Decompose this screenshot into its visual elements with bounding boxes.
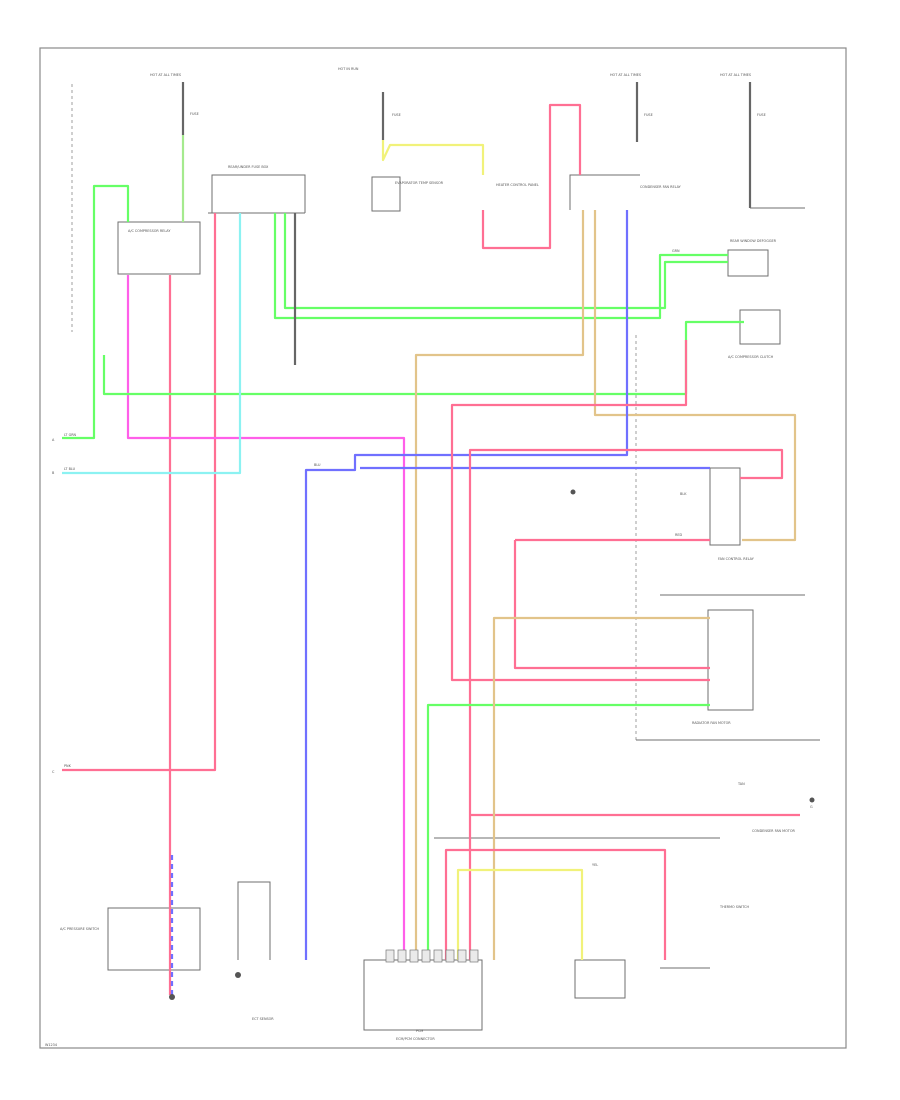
label-condenser-fan-relay: CONDENSER FAN RELAY — [640, 185, 682, 189]
wire-yellow-lower — [456, 868, 584, 960]
ac-clutch-upper-box — [739, 309, 781, 345]
fan-relay-top-box — [569, 174, 640, 210]
ecm-pin — [433, 949, 443, 963]
ac-relay-box — [117, 221, 201, 275]
wire-pink-relay — [126, 275, 406, 960]
fan-control-relay-box — [709, 467, 741, 546]
wire-green-top-loop — [62, 184, 130, 440]
wire-yellow-top — [381, 140, 485, 175]
wire-green-bottom — [426, 703, 710, 960]
tag-pnk: PNK — [64, 764, 72, 768]
label-fan-control-relay: FAN CONTROL RELAY — [718, 557, 755, 561]
marker-c: C — [52, 770, 55, 774]
label-rear-window-defogger: REAR WINDOW DEFOGGER — [730, 239, 777, 243]
tag-red: RED — [675, 533, 682, 537]
ecm-connector-box — [363, 959, 483, 1031]
label-hot-right2: HOT AT ALL TIMES — [720, 73, 751, 77]
diagram-frame — [39, 47, 847, 1049]
label-evap-sensor: EVAPORATOR TEMP SENSOR — [395, 181, 444, 185]
wire-tan-lower — [492, 616, 710, 960]
wire-red-heater — [481, 103, 582, 250]
ecm-pin — [421, 949, 431, 963]
ect-sensor-box — [237, 881, 271, 960]
ecm-pin — [457, 949, 467, 963]
wire-green-defogger2 — [283, 213, 728, 310]
ecm-pin — [397, 949, 407, 963]
ecm-pin — [409, 949, 419, 963]
tag-lt-grn: LT GRN — [64, 433, 77, 437]
ecm-pins — [385, 949, 479, 963]
page-ref: W1234 — [45, 1043, 57, 1047]
ecm-pin — [469, 949, 479, 963]
label-fuse-2: FUSE — [392, 113, 401, 117]
label-fuse-1: FUSE — [190, 112, 199, 116]
ground-dot — [809, 797, 815, 803]
label-thermostat: THERMO SWITCH — [719, 905, 750, 909]
label-ect-sensor: ECT SENSOR — [252, 1017, 274, 1021]
label-radiator-fan-motor: RADIATOR FAN MOTOR — [692, 721, 731, 725]
label-condenser-fan-motor: CONDENSER FAN MOTOR — [752, 829, 795, 833]
radiator-fan-motor-box — [707, 609, 754, 711]
label-hot-right1: HOT AT ALL TIMES — [610, 73, 641, 77]
wire-tan-right-loop — [593, 210, 797, 542]
marker-b: B — [52, 471, 55, 475]
wire-red-right-outer — [450, 340, 710, 682]
label-hot-left: HOT AT ALL TIMES — [150, 73, 181, 77]
rear-defogger-box — [727, 249, 769, 277]
wire-green-defogger — [273, 213, 728, 320]
tag-grn: GRN — [672, 249, 680, 253]
wire-red-right-mid — [468, 448, 784, 960]
wire-cyan — [62, 213, 242, 475]
tag-lt-blu: LT BLU — [64, 467, 76, 471]
fuse-box-outline — [211, 174, 306, 213]
wire-blue-long — [304, 210, 629, 960]
ac-clutch-lower-box — [107, 907, 201, 971]
wire-green-horizontal — [102, 320, 744, 396]
label-ac-pressure-sw: A/C PRESSURE SWITCH — [60, 927, 100, 931]
tag-blk: BLK — [680, 492, 687, 496]
label-fuse-4: FUSE — [757, 113, 766, 117]
ground-dot — [169, 994, 175, 1000]
dual-pressure-box — [574, 959, 626, 999]
label-heater-control: HEATER CONTROL PANEL — [496, 183, 539, 187]
label-hot-center: HOT IN RUN — [338, 67, 359, 71]
ecm-pin — [385, 949, 395, 963]
tag-tan: TAN — [737, 782, 745, 786]
label-ac-relay: A/C COMPRESSOR RELAY — [128, 229, 171, 233]
label-pcm: PCM — [416, 1029, 423, 1033]
wire-tan-long — [414, 210, 585, 960]
wire-red-fan-motor — [513, 540, 710, 670]
label-ground: G — [810, 805, 813, 809]
tag-yel: YEL — [592, 863, 598, 867]
label-ac-compressor-clutch: A/C COMPRESSOR CLUTCH — [728, 355, 774, 359]
wire-red-to-c — [62, 213, 217, 772]
label-rear-fuse-box: REAR/UNDER FUSE BOX — [228, 165, 269, 169]
label-fuse-3: FUSE — [644, 113, 653, 117]
label-ecm-connector: ECM/PCM CONNECTOR — [396, 1037, 435, 1041]
ground-dot — [570, 489, 576, 495]
ground-dot — [235, 972, 241, 978]
evap-sensor-box — [371, 176, 401, 212]
ecm-pin — [445, 949, 455, 963]
tag-blu: BLU — [314, 463, 321, 467]
wire-red-lower-right — [444, 848, 667, 960]
marker-a: A — [52, 438, 55, 442]
